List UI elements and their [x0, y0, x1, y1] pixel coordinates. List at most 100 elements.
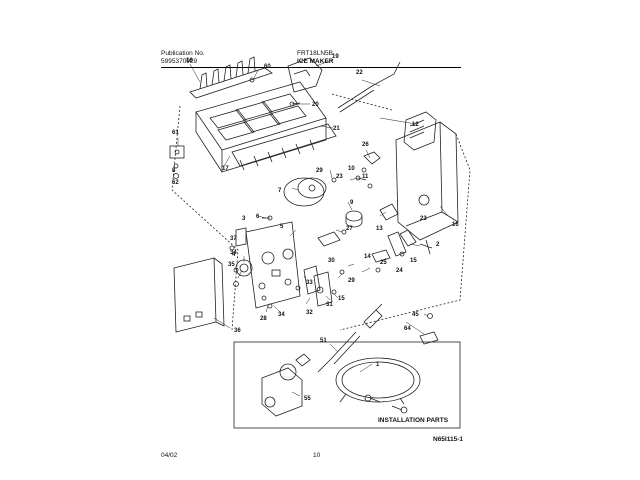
clamp-64 [419, 331, 439, 345]
callout-number: 6 [256, 214, 260, 220]
callout-number: 15 [338, 296, 345, 302]
water-tube-1 [335, 357, 421, 405]
callout-number: 22 [356, 70, 363, 76]
screw-6 [262, 215, 273, 221]
installation-parts-box [233, 341, 461, 429]
footer-date: 04/02 [161, 452, 178, 459]
screw-37 [229, 245, 235, 251]
fitting [363, 303, 383, 329]
bracket-24 [387, 231, 407, 257]
callout-number: 18 [186, 58, 193, 64]
support-plate [245, 221, 301, 309]
callout-number: 8 [172, 168, 176, 174]
shut-off-arm [337, 61, 401, 113]
cam-gear [235, 259, 253, 277]
ice-mold [195, 81, 327, 173]
callout-number: 20 [312, 102, 319, 108]
callout-number: 64 [404, 326, 411, 332]
mounting-plate [303, 265, 333, 307]
callout-number: 10 [348, 166, 355, 172]
callout-number: 35 [228, 262, 235, 268]
screw-10 [361, 167, 367, 173]
callout-number: 29 [348, 278, 355, 284]
compression-fittings [364, 394, 408, 414]
callout-number: 34 [230, 250, 237, 256]
motor [283, 177, 327, 207]
callout-number: 61 [172, 130, 179, 136]
water-tube-51 [317, 331, 361, 373]
screw-20 [289, 101, 301, 107]
screw-35 [233, 281, 239, 287]
callout-number: 11 [362, 174, 369, 180]
callout-number: 23 [336, 174, 343, 180]
callout-number: 21 [333, 126, 340, 132]
callout-number: 9 [350, 200, 354, 206]
screw-23 [355, 175, 367, 181]
callout-number: 30 [328, 258, 335, 264]
callout-number: 27 [346, 226, 353, 232]
callout-number: 16 [452, 222, 459, 228]
publication-number: 5995370929 [161, 58, 198, 65]
screw-60 [249, 77, 255, 83]
callout-number: 36 [234, 328, 241, 334]
fill-cup [287, 57, 323, 93]
mold-heater [231, 123, 337, 171]
callout-number: 62 [172, 180, 179, 186]
lever-30 [317, 231, 341, 247]
arm-14 [371, 249, 391, 263]
screw-29 [331, 177, 337, 183]
water-valve [261, 353, 311, 417]
callout-number: 45 [412, 312, 419, 318]
diagram-code: N65I115-1 [433, 436, 463, 443]
callout-number: 1 [376, 362, 380, 368]
wire-2 [419, 239, 433, 255]
header-rule [161, 67, 461, 68]
screw-11 [367, 183, 373, 189]
installation-parts-label: INSTALLATION PARTS [378, 417, 449, 424]
callout-number: 32 [306, 310, 313, 316]
callout-number: 34 [278, 312, 285, 318]
screw-15b [399, 251, 405, 257]
model-number: FRT18LN5B [297, 50, 334, 57]
screw-34 [233, 267, 239, 273]
callout-number: 28 [260, 316, 267, 322]
callout-number: 55 [304, 396, 311, 402]
insulation-3 [235, 227, 247, 247]
callout-number: 37 [230, 236, 237, 242]
ice-maker-cover [173, 257, 225, 333]
page-number: 10 [313, 452, 321, 459]
screw-45 [427, 313, 433, 319]
screw-25 [375, 267, 381, 273]
callout-number: 19 [332, 54, 339, 60]
switch-13 [379, 203, 399, 221]
leader-lines [177, 59, 449, 397]
callout-number: 5 [280, 224, 284, 230]
screw-15 [331, 289, 337, 295]
bracket-61 [169, 145, 185, 159]
screw-62 [173, 173, 179, 179]
callout-number: 25 [380, 260, 387, 266]
switch-4 [399, 229, 417, 247]
control-housing [395, 111, 459, 241]
callout-number: 12 [412, 122, 419, 128]
callout-number: 17 [222, 166, 229, 172]
callout-number: 14 [364, 254, 371, 260]
callout-number: 26 [362, 142, 369, 148]
callout-number: 51 [320, 338, 327, 344]
gear-9 [345, 210, 363, 228]
callout-number: 29 [316, 168, 323, 174]
ejector-blade [189, 56, 273, 99]
callout-number: 4 [232, 252, 236, 258]
callout-number: 3 [242, 216, 246, 222]
callout-number: 24 [396, 268, 403, 274]
callout-number: 15 [410, 258, 417, 264]
section-title: ICE MAKER [297, 58, 334, 65]
callout-number: 13 [376, 226, 383, 232]
callout-number: 60 [264, 64, 271, 70]
callout-number: 33 [306, 280, 313, 286]
callout-number: 31 [326, 302, 333, 308]
callout-number: 2 [436, 242, 440, 248]
screw-33 [295, 285, 301, 291]
thermostat-26 [363, 151, 381, 165]
